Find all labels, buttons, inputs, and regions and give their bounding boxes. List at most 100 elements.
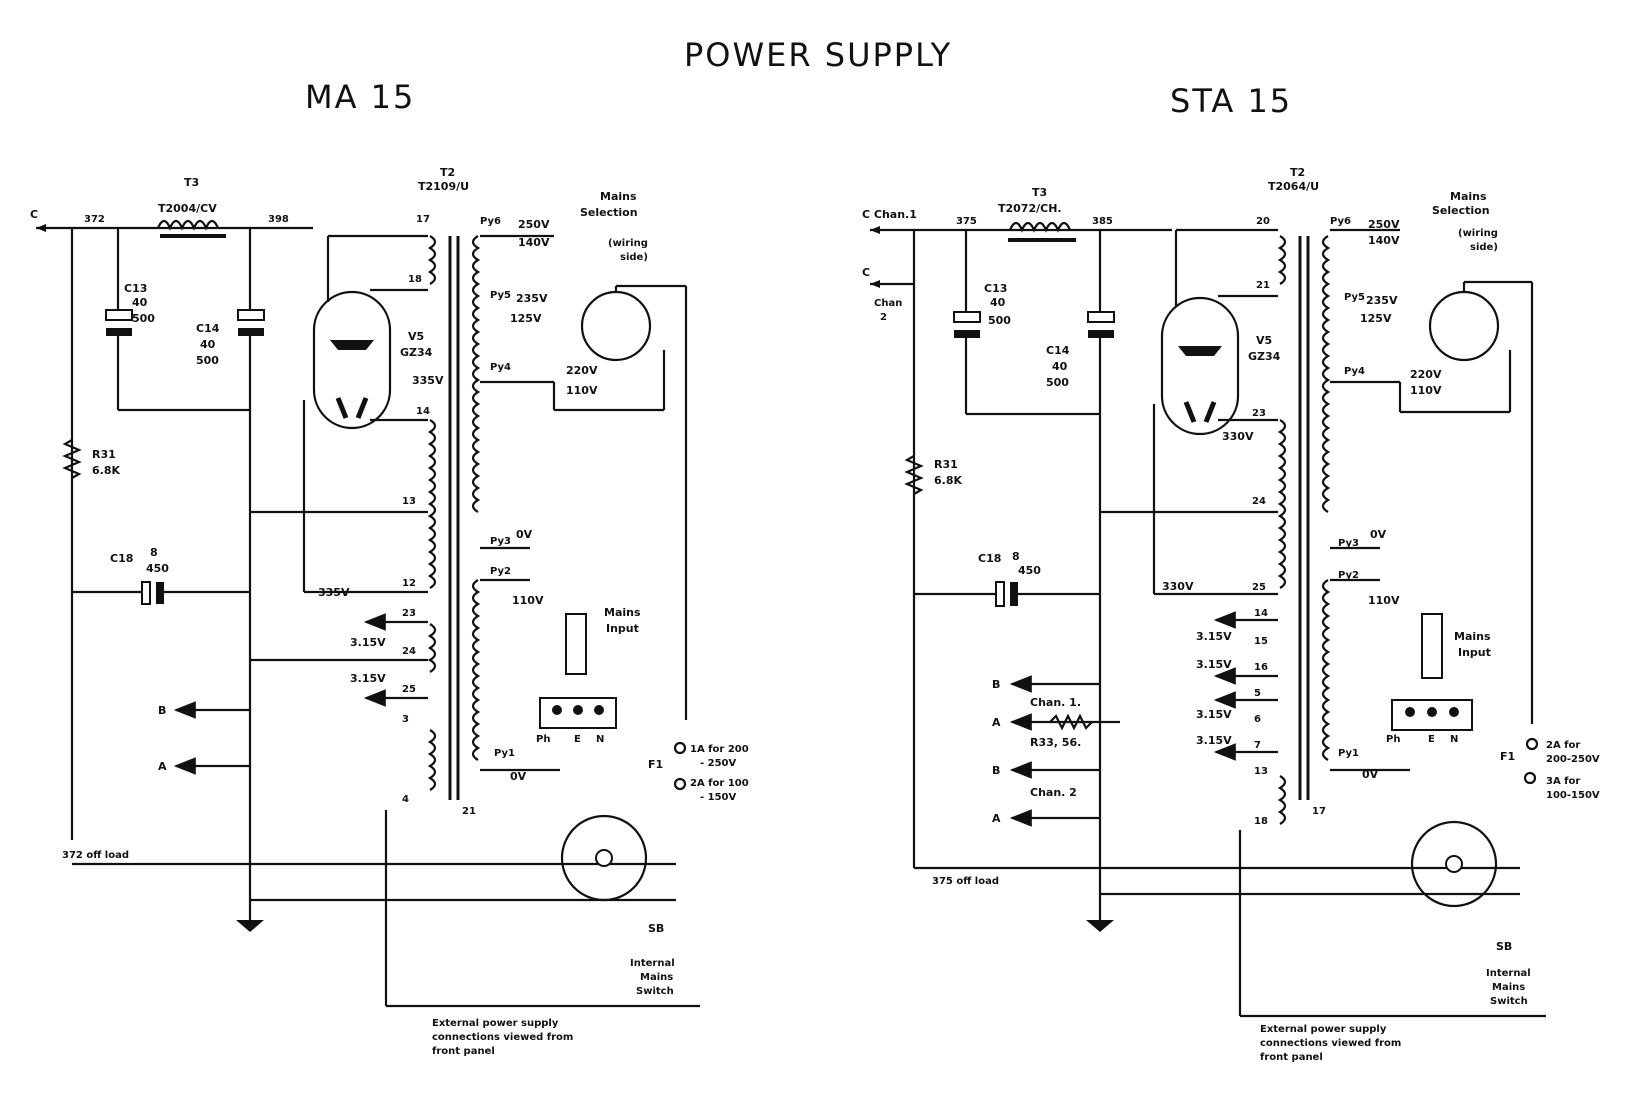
sta15-n: N [1450, 734, 1458, 745]
sta15-0v: 0V [1370, 528, 1387, 541]
ma15-internal2: Mains [640, 972, 673, 983]
ma15-title: MA 15 [305, 78, 416, 116]
sta15-off-load: 375 off load [932, 876, 999, 887]
sta15-c2c: 2 [880, 312, 887, 323]
ma15-pin-23: 23 [402, 608, 416, 619]
ma15-mains-selector[interactable] [580, 290, 652, 362]
ma15-c13-v: 500 [132, 312, 155, 325]
ma15-b-label: B [158, 704, 166, 717]
sta15-c13-label: C13 [984, 282, 1007, 295]
ma15-t3-label: T3 [184, 176, 199, 189]
sta15-c14-v: 500 [1046, 376, 1069, 389]
ma15-pin-3: 3 [402, 714, 409, 725]
sta15-sb: SB [1496, 940, 1512, 953]
ma15-c-label: C [30, 208, 38, 221]
arrow-icon [36, 224, 46, 232]
sta15-node-385: 385 [1092, 216, 1113, 227]
ma15-fuse1: 1A for 200 [690, 744, 749, 755]
ma15-c14-v: 500 [196, 354, 219, 367]
sta15-pin-18: 18 [1254, 816, 1268, 827]
sta15-internal3: Switch [1490, 996, 1528, 1007]
ma15-pin-12: 12 [402, 578, 416, 589]
sta15-schematic: C Chan.1 C Chan 2 375 385 T3 T2072/CH. C… [862, 166, 1600, 1063]
ma15-c18-val: 8 [150, 546, 158, 559]
sta15-c1: C Chan.1 [862, 208, 917, 221]
main-title: POWER SUPPLY [684, 36, 953, 74]
ma15-fuse1b: - 250V [700, 758, 737, 769]
sta15-315v-c: 3.15V [1196, 708, 1232, 721]
ma15-fuse2b: - 150V [700, 792, 737, 803]
ma15-mains-input: Mains [604, 606, 641, 619]
ma15-220v: 220V [566, 364, 598, 377]
ma15-node-372: 372 [84, 214, 105, 225]
sta15-mains-sel2: Selection [1432, 204, 1490, 217]
sta15-t3: T3 [1032, 186, 1047, 199]
sta15-110v-b: 110V [1368, 594, 1400, 607]
ma15-internal3: Switch [636, 986, 674, 997]
sta15-py1: Py1 [1338, 748, 1359, 759]
ma15-t2-label: T2 [440, 166, 455, 179]
sta15-330v-b: 330V [1162, 580, 1194, 593]
sta15-c13-v: 500 [988, 314, 1011, 327]
ma15-v5-label: V5 [408, 330, 424, 343]
ma15-t3-part: T2004/CV [158, 202, 217, 215]
ma15-335v-a: 335V [412, 374, 444, 387]
ma15-py3: Py3 [490, 536, 511, 547]
ma15-pin-14: 14 [416, 406, 430, 417]
sta15-a1: A [992, 716, 1001, 729]
sta15-fuse2: 3A for [1546, 776, 1580, 787]
sta15-v5-tube [1160, 296, 1240, 436]
sta15-110v: 110V [1410, 384, 1442, 397]
ma15-c18-v: 450 [146, 562, 169, 575]
ma15-c18-label: C18 [110, 552, 133, 565]
ma15-235v: 235V [516, 292, 548, 305]
ma15-c13-label: C13 [124, 282, 147, 295]
sta15-t2-primary [1321, 235, 1331, 513]
sta15-c2: C [862, 266, 870, 279]
sta15-octal-socket[interactable] [1410, 820, 1498, 908]
ma15-octal-socket[interactable] [560, 814, 648, 902]
sta15-c18-v: 450 [1018, 564, 1041, 577]
ma15-schematic: C 372 398 T3 T2004/CV C13 40 500 C14 40 … [30, 166, 749, 1057]
ma15-sb: SB [648, 922, 664, 935]
sta15-mains-selector[interactable] [1428, 290, 1500, 362]
sta15-140v: 140V [1368, 234, 1400, 247]
sta15-c13 [953, 311, 981, 323]
ma15-ph: Ph [536, 734, 550, 745]
ma15-mains-cable [565, 613, 587, 675]
ma15-e: E [574, 734, 581, 745]
ma15-t2-primary [471, 235, 481, 513]
ma15-pin-17: 17 [416, 214, 430, 225]
sta15-pin-23: 23 [1252, 408, 1266, 419]
ma15-0v: 0V [516, 528, 533, 541]
ma15-c13 [105, 309, 133, 321]
ma15-335v-b: 335V [318, 586, 350, 599]
ma15-py2: Py2 [490, 566, 511, 577]
sta15-wiring: (wiring [1458, 228, 1498, 239]
sta15-c18 [995, 581, 1005, 607]
sta15-315v-b: 3.15V [1196, 658, 1232, 671]
ma15-a-label: A [158, 760, 167, 773]
sta15-chan1: Chan. 1. [1030, 696, 1081, 709]
sta15-r31 [904, 455, 924, 495]
sta15-c18-label: C18 [978, 552, 1001, 565]
sta15-v5-label: V5 [1256, 334, 1272, 347]
sta15-r33-resistor [1049, 713, 1093, 731]
sta15-125v: 125V [1360, 312, 1392, 325]
ma15-c14 [237, 309, 265, 321]
sta15-py3: Py3 [1338, 538, 1359, 549]
sta15-mains-cable [1421, 613, 1443, 679]
sta15-py6: Py6 [1330, 216, 1351, 227]
ma15-pin-18: 18 [408, 274, 422, 285]
ma15-110v: 110V [566, 384, 598, 397]
ma15-r31 [62, 439, 82, 479]
sta15-315v-a: 3.15V [1196, 630, 1232, 643]
sta15-pin-20: 20 [1256, 216, 1270, 227]
sta15-0v-b: 0V [1362, 768, 1379, 781]
sta15-250v: 250V [1368, 218, 1400, 231]
sta15-c18-val: 8 [1012, 550, 1020, 563]
sta15-a2: A [992, 812, 1001, 825]
ma15-t2-secondary [427, 235, 437, 285]
sta15-c14-val: 40 [1052, 360, 1068, 373]
